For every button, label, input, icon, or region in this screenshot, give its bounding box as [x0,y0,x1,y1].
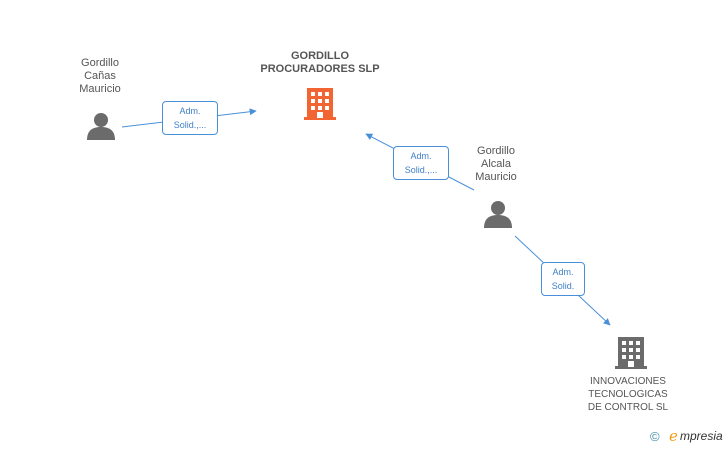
company-innovaciones-label: INNOVACIONES TECNOLOGICAS DE CONTROL SL [573,375,683,414]
building-icon[interactable] [304,86,336,120]
person-gordillo-canas-line-3: Mauricio [79,83,121,95]
edge-label-line-2: Solid. [551,281,575,291]
person-gordillo-alcala-line-2: Alcala [481,158,511,170]
company-gordillo-procuradores-line-1: GORDILLO [290,50,350,62]
edge-label-alcala-main-role[interactable]: Adm. Solid.,... [393,146,449,180]
company-gordillo-procuradores-label: GORDILLO PROCURADORES SLP [240,50,400,76]
person-gordillo-canas-label: Gordillo Cañas Mauricio [60,57,140,96]
person-icon[interactable] [483,199,513,229]
person-gordillo-alcala-label: Gordillo Alcala Mauricio [456,145,536,184]
edge-label-line-1: Adm. [179,106,201,116]
edge-label-alcala-innovaciones-role[interactable]: Adm. Solid. [541,262,585,296]
edge-label-canas-role[interactable]: Adm. Solid.,... [162,101,218,135]
company-innovaciones-line-1: INNOVACIONES [590,376,666,387]
edge-label-line-2: Solid.,... [173,120,207,130]
building-icon[interactable] [615,335,647,369]
person-gordillo-alcala-line-1: Gordillo [477,145,515,157]
company-innovaciones-line-2: TECNOLOGICAS [588,389,668,400]
edge-label-line-1: Adm. [410,151,432,161]
person-icon[interactable] [86,111,116,141]
empresia-logo-e: e [669,427,678,445]
edge-label-line-2: Solid.,... [404,165,438,175]
company-innovaciones-line-3: DE CONTROL SL [587,402,669,413]
person-gordillo-canas-line-2: Cañas [84,70,116,82]
person-gordillo-canas-line-1: Gordillo [81,57,119,69]
person-gordillo-alcala-line-3: Mauricio [475,171,517,183]
copyright-icon: © [650,429,660,444]
empresia-logo-text: mpresia [680,429,723,443]
company-gordillo-procuradores-line-2: PROCURADORES SLP [260,63,380,75]
edge-label-line-1: Adm. [552,267,574,277]
